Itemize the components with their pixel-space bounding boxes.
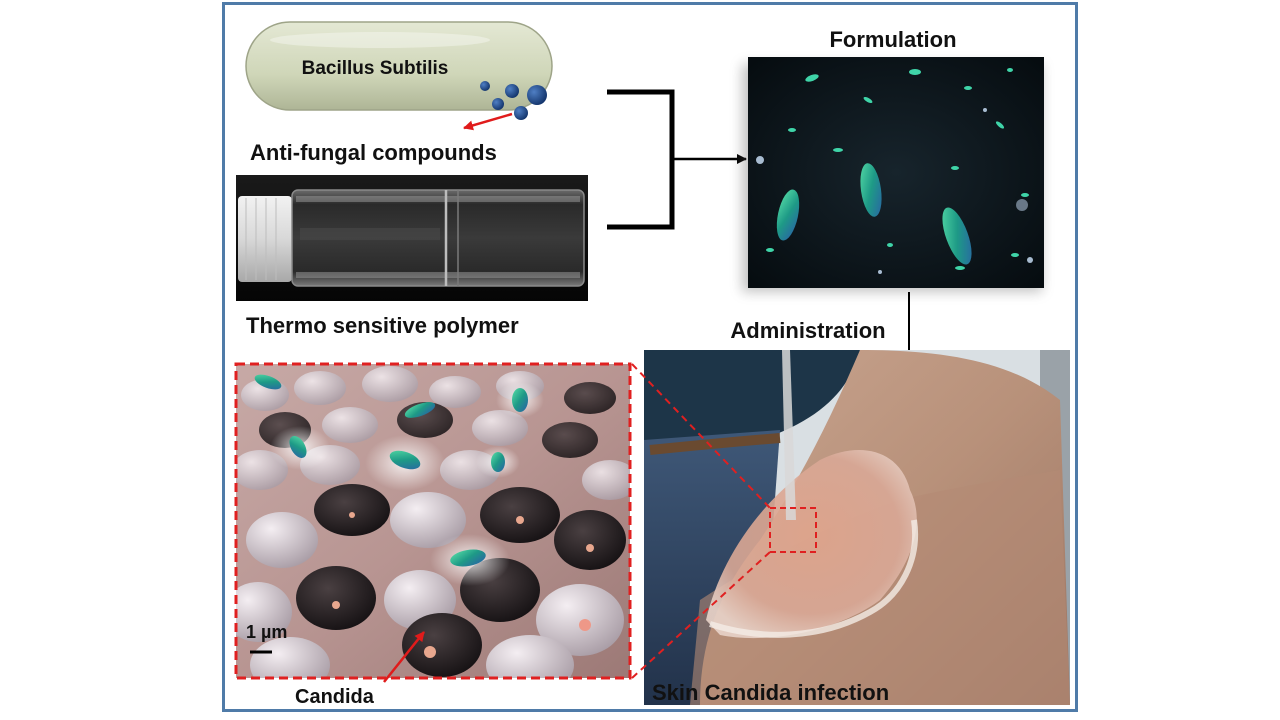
- administration-label: Administration: [730, 318, 885, 343]
- candida-label: Candida: [295, 686, 375, 708]
- inset-border: [234, 362, 632, 680]
- antifungal-label: Anti-fungal compounds: [250, 140, 497, 165]
- bacillus-capsule: [245, 21, 553, 111]
- polymer-label: Thermo sensitive polymer: [246, 313, 519, 338]
- formulation-image: [748, 57, 1044, 288]
- skin-infection-photo: [644, 350, 1070, 705]
- zoom-line-top: [631, 363, 771, 509]
- formulation-label: Formulation: [829, 27, 956, 52]
- candida-arrow: [383, 631, 425, 683]
- scale-bar-label: 1 µm: [246, 622, 287, 642]
- bacterium-label: Bacillus Subtilis: [302, 58, 449, 79]
- compound-dots: [480, 81, 547, 120]
- candida-inset: [236, 364, 630, 678]
- compound-release-arrow: [463, 112, 513, 131]
- polymer-vial-photo: [236, 175, 588, 301]
- infection-label: Skin Candida infection: [652, 680, 889, 705]
- combine-bracket: [607, 89, 675, 230]
